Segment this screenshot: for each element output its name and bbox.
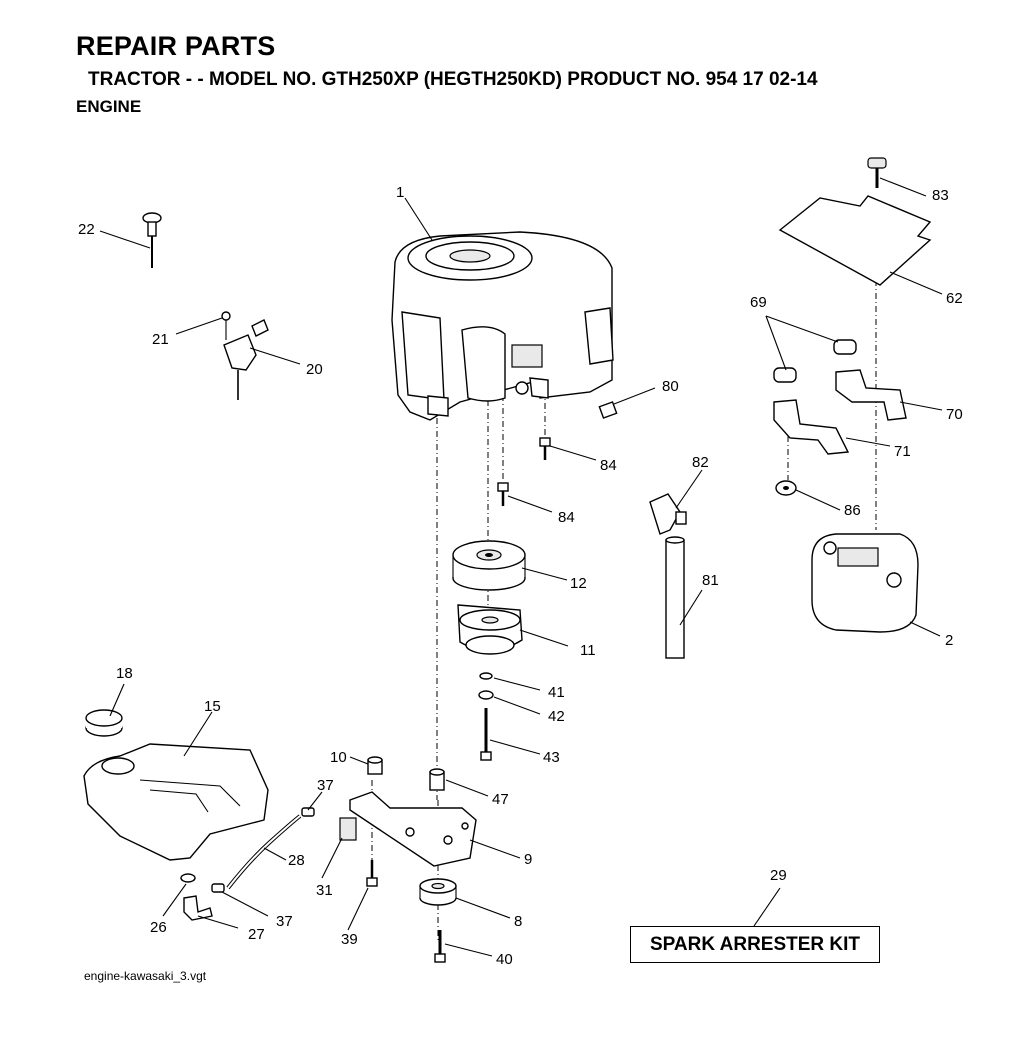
callout-42: 42	[548, 708, 565, 725]
callout-83: 83	[932, 187, 949, 204]
callout-15: 15	[204, 698, 221, 715]
drawing-filename: engine-kawasaki_3.vgt	[84, 969, 207, 983]
callout-37-upper: 37	[317, 777, 334, 794]
nut-86-part	[775, 480, 797, 496]
idler-bracket-9-part	[349, 791, 477, 867]
fitting-80-part	[598, 401, 618, 419]
engine-part	[391, 231, 614, 421]
page-subtitle: TRACTOR - - MODEL NO. GTH250XP (HEGTH250…	[88, 69, 818, 90]
callout-18: 18	[116, 665, 133, 682]
callout-28: 28	[288, 852, 305, 869]
clutch-11-part	[457, 604, 523, 655]
callout-22: 22	[78, 221, 95, 238]
callout-2: 2	[945, 632, 953, 649]
callout-40: 40	[496, 951, 513, 968]
callout-71: 71	[894, 443, 911, 460]
bolt-40-part	[434, 930, 446, 963]
tube-81-part	[665, 536, 685, 659]
spring-31-part	[339, 817, 357, 841]
callout-10: 10	[330, 749, 347, 766]
bolt-39-part	[366, 860, 378, 887]
callout-29: 29	[770, 867, 787, 884]
idler-pulley-8-part	[419, 878, 457, 906]
callout-39: 39	[341, 931, 358, 948]
fuel-tank-15-part	[83, 743, 269, 861]
callout-9: 9	[524, 851, 532, 868]
fuel-line-parts	[180, 807, 315, 921]
section-title: ENGINE	[76, 97, 142, 116]
pulley-12-part	[452, 540, 526, 591]
exhaust-pipes-part	[773, 339, 907, 455]
callout-12: 12	[570, 575, 587, 592]
callout-27: 27	[248, 926, 265, 943]
callout-81: 81	[702, 572, 719, 589]
callout-37-lower: 37	[276, 913, 293, 930]
callout-86: 86	[844, 502, 861, 519]
muffler-2-part	[811, 533, 919, 633]
callout-41: 41	[548, 684, 565, 701]
callout-80: 80	[662, 378, 679, 395]
spark-arrester-kit-box: SPARK ARRESTER KIT	[630, 926, 880, 963]
callout-84-lower: 84	[558, 509, 575, 526]
callout-31: 31	[316, 882, 333, 899]
callout-69: 69	[750, 294, 767, 311]
callout-70: 70	[946, 406, 963, 423]
callout-1: 1	[396, 184, 404, 201]
callout-43: 43	[543, 749, 560, 766]
page-title: REPAIR PARTS	[76, 31, 276, 61]
callout-84-upper: 84	[600, 457, 617, 474]
callout-20: 20	[306, 361, 323, 378]
callout-82: 82	[692, 454, 709, 471]
elbow-82-part	[649, 493, 687, 535]
leader-lines	[99, 177, 943, 957]
bolts-84-part	[497, 437, 551, 506]
heat-shield-62-part	[778, 157, 932, 286]
callout-8: 8	[514, 913, 522, 930]
washers-bolt-part	[478, 672, 494, 761]
callout-11: 11	[580, 642, 596, 659]
callout-numbers: 1 22 21 20 80 84 84 12 11 41 42 43 47 9 …	[78, 184, 963, 968]
spacer-47-part	[429, 768, 445, 791]
callout-26: 26	[150, 919, 167, 936]
callout-62: 62	[946, 290, 963, 307]
fuel-cap-18-part	[85, 709, 123, 737]
throttle-bracket-part	[221, 311, 269, 400]
dipstick-part	[142, 212, 162, 268]
callout-47: 47	[492, 791, 509, 808]
callout-21: 21	[152, 331, 169, 348]
spacer-10-part	[367, 756, 383, 775]
